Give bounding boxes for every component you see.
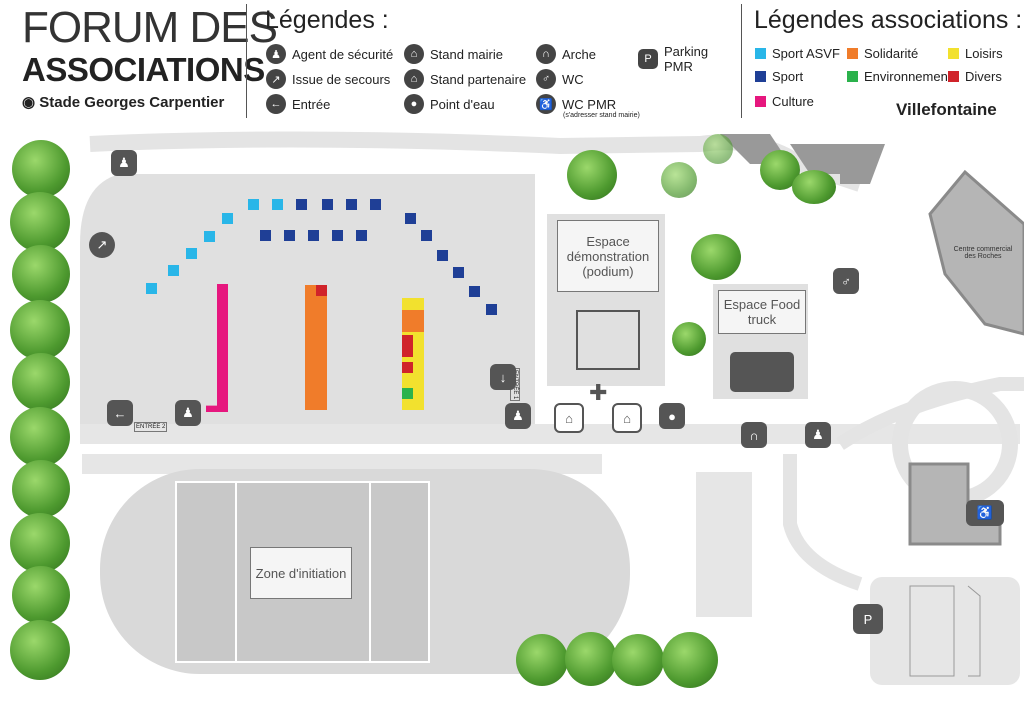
- tree-icon: [612, 634, 664, 686]
- legend-list: ♟Agent de sécurité ↗Issue de secours ←En…: [266, 44, 736, 124]
- security-guard-icon: ♟: [266, 44, 286, 64]
- location-pin-icon: ◉: [22, 94, 36, 111]
- podium-icon: [576, 310, 640, 370]
- assoc-legend-list: Sport ASVF Solidarité Loisirs Sport Envi…: [755, 46, 1020, 109]
- swatch-culture: [755, 96, 766, 107]
- tree-icon: [12, 140, 70, 198]
- security-guard-icon: ♟: [175, 400, 201, 426]
- swatch-divers: [948, 71, 959, 82]
- arch-icon: ∩: [741, 422, 767, 448]
- security-guard-icon: ♟: [805, 422, 831, 448]
- partner-stand-icon: ⌂: [404, 69, 424, 89]
- parking-pmr-icon: P: [638, 49, 658, 69]
- swatch-sport: [755, 71, 766, 82]
- swatch-sport-asvf: [755, 48, 766, 59]
- tree-icon: [662, 632, 718, 688]
- wc-icon: ♂: [833, 268, 859, 294]
- arch-icon: ∩: [536, 44, 556, 64]
- title-line-1: FORUM DES: [22, 3, 278, 52]
- entrance-icon: ←: [266, 94, 286, 114]
- wc-pmr-note: (s'adresser stand mairie): [563, 112, 640, 119]
- legend-title: Légendes :: [265, 6, 389, 34]
- tree-icon: [10, 513, 70, 573]
- tree-icon: [691, 234, 741, 280]
- security-guard-icon: ♟: [505, 403, 531, 429]
- swatch-environnement: [847, 71, 858, 82]
- tree-icon: [672, 322, 706, 356]
- wc-pmr-icon: ♿: [966, 500, 1004, 526]
- title-line-2: ASSOCIATIONS: [22, 51, 265, 88]
- emergency-exit-icon: ↗: [89, 232, 115, 258]
- food-truck-icon: [730, 352, 794, 392]
- emergency-exit-icon: ↗: [266, 69, 286, 89]
- cross-icon: ✚: [589, 380, 608, 405]
- entry-2-label: ENTRÉE 2: [134, 422, 168, 432]
- tree-icon: [10, 300, 70, 360]
- wc-icon: ♂: [536, 69, 556, 89]
- tree-icon: [12, 353, 70, 411]
- villefontaine-logo: Villefontaine: [896, 100, 997, 119]
- swatch-solidarite: [847, 48, 858, 59]
- mairie-stand-icon: ⌂: [554, 403, 584, 433]
- entrance-icon: ↓: [490, 364, 516, 390]
- swatch-loisirs: [948, 48, 959, 59]
- entrance-icon: ←: [107, 400, 133, 426]
- water-point-icon: ●: [659, 403, 685, 429]
- tree-icon: [516, 634, 568, 686]
- tree-icon: [565, 632, 617, 686]
- foodtruck-label: Espace Food truck: [718, 290, 806, 334]
- divider: [741, 4, 742, 118]
- tree-icon: [12, 566, 70, 624]
- tree-icon: [792, 170, 836, 204]
- tree-icon: [10, 407, 70, 467]
- water-point-icon: ●: [404, 94, 424, 114]
- partner-stand-icon: ⌂: [612, 403, 642, 433]
- wc-pmr-icon: ♿: [536, 94, 556, 114]
- mairie-stand-icon: ⌂: [404, 44, 424, 64]
- tree-icon: [10, 620, 70, 680]
- tree-icon: [12, 460, 70, 518]
- location-label: ◉ Stade Georges Carpentier: [22, 94, 225, 111]
- tree-icon: [10, 192, 70, 252]
- mall-label: Centre commercial des Roches: [953, 246, 1013, 260]
- assoc-legend-title: Légendes associations :: [754, 6, 1023, 34]
- demo-space-label: Espace démonstration (podium): [557, 220, 659, 292]
- parking-pmr-icon: P: [853, 604, 883, 634]
- initiation-zone-label: Zone d'initiation: [250, 547, 352, 599]
- tree-icon: [12, 245, 70, 303]
- tree-icon: [661, 162, 697, 198]
- tree-icon: [567, 150, 617, 200]
- divider: [246, 4, 247, 118]
- security-guard-icon: ♟: [111, 150, 137, 176]
- tree-row: [8, 140, 72, 695]
- tree-icon: [703, 134, 733, 164]
